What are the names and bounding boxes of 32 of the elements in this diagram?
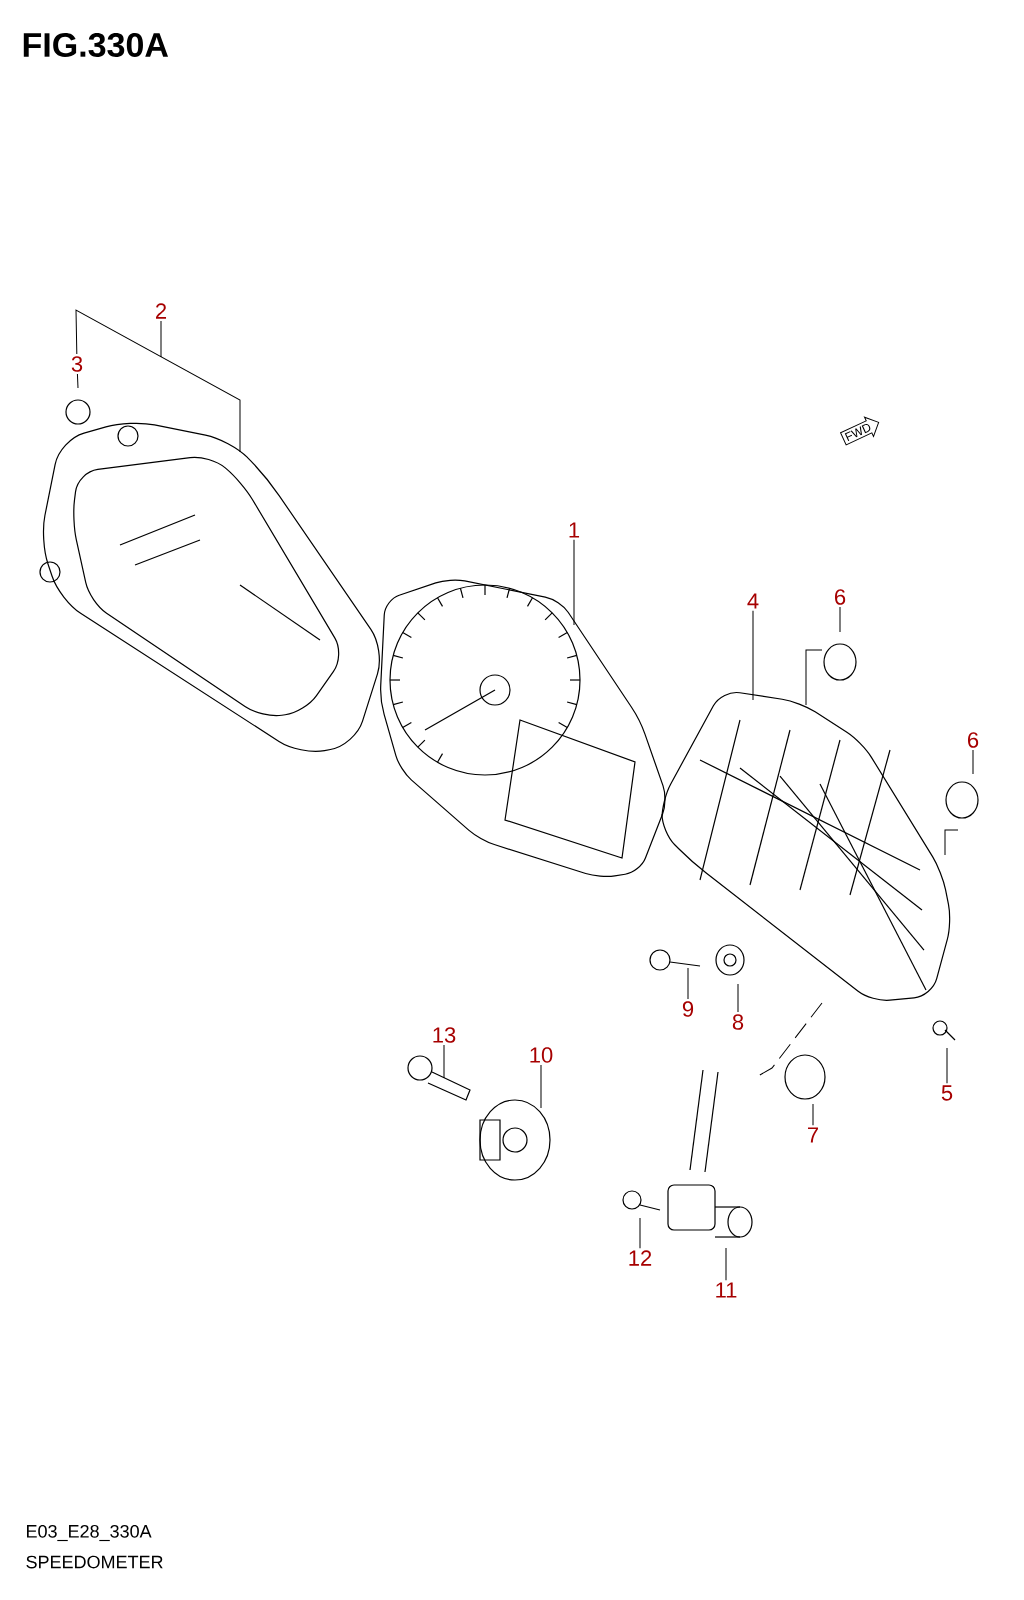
- leader-line: [972, 749, 974, 775]
- callout-number: 6: [835, 589, 846, 605]
- leader-line: [812, 1103, 814, 1126]
- leader-line: [160, 320, 162, 358]
- callout-number: 4: [747, 593, 759, 609]
- callout-number: 6: [968, 732, 979, 748]
- leader-line: [752, 610, 754, 701]
- callout-number: 8: [732, 1014, 744, 1030]
- footer-text: E03_E28_330A: [27, 1524, 152, 1542]
- callout-number: 7: [808, 1127, 818, 1143]
- leader-line: [725, 1247, 727, 1281]
- leader-line: [687, 967, 689, 1000]
- leader-line: [737, 983, 739, 1013]
- leader-line: [639, 1217, 641, 1249]
- leader-line: [76, 373, 79, 389]
- leader-line: [573, 539, 575, 626]
- leader-line: [443, 1044, 445, 1079]
- callout-number: 13: [433, 1027, 456, 1043]
- callout-number: 9: [682, 1001, 694, 1017]
- callout-number: 1: [569, 522, 580, 538]
- callout-number: 11: [716, 1282, 737, 1298]
- leader-line: [839, 606, 841, 633]
- callout-number: 12: [629, 1250, 652, 1266]
- title: FIG.330A: [23, 32, 168, 58]
- callout-number: 3: [71, 356, 83, 372]
- leader-line: [946, 1047, 948, 1084]
- leader-line: [75, 309, 241, 453]
- callout-number: 5: [941, 1085, 953, 1101]
- callout-number: 2: [156, 303, 166, 319]
- footer-text: SPEEDOMETER: [26, 1555, 163, 1569]
- callout-number: 10: [530, 1047, 553, 1063]
- leader-line: [540, 1064, 542, 1109]
